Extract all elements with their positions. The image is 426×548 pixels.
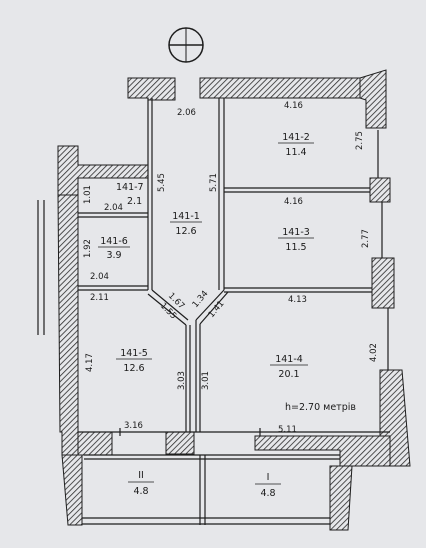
dim-label: 5.45 [157, 173, 167, 192]
room-id: 141-4 [275, 354, 303, 365]
dim-label: 4.13 [288, 295, 307, 305]
ceiling-height-note: h=2.70 метрів [285, 402, 356, 413]
room-area: 4.8 [260, 488, 275, 499]
wall-top-right [199, 77, 371, 99]
partitions [37, 98, 390, 525]
dim-label: 4.16 [284, 197, 303, 207]
wall-right-pier2 [371, 257, 395, 309]
dim-label: 4.02 [369, 343, 379, 362]
dim-label: 1.41 [207, 299, 227, 320]
dim-label: 2.04 [90, 272, 109, 282]
room-id: 141-3 [282, 227, 310, 238]
room-area: 12.6 [175, 226, 196, 237]
room-141-1: 141-1 12.6 [170, 211, 202, 237]
room-141-6: 141-6 3.9 [98, 236, 130, 261]
room-id: 141-1 [172, 211, 200, 222]
room-141-2: 141-2 11.4 [278, 132, 314, 158]
dimension-labels: 2.06 4.16 2.75 4.16 2.77 4.13 4.02 5.11 … [83, 101, 379, 435]
room-141-5: 141-5 12.6 [116, 348, 152, 374]
room-area: 11.5 [285, 242, 306, 253]
balcony-II: II 4.8 [128, 470, 154, 497]
room-id: 141-7 [116, 182, 144, 193]
wall-left [57, 194, 85, 456]
room-area: 20.1 [278, 369, 299, 380]
wall-balcony-left [61, 454, 83, 526]
dim-label: 4.16 [284, 101, 303, 111]
dim-label: 2.75 [355, 131, 365, 150]
room-area: 4.8 [133, 486, 148, 497]
dim-label: 4.17 [85, 353, 95, 372]
dim-label: 2.04 [104, 203, 123, 213]
wall-bottom-left [77, 431, 113, 456]
dim-label: 2.77 [361, 229, 371, 248]
north-arrow-icon [168, 27, 204, 63]
room-id: II [138, 470, 144, 481]
room-141-7: 141-7 2.1 [116, 182, 144, 207]
dim-label: 1.01 [83, 185, 93, 204]
room-141-3: 141-3 11.5 [278, 227, 314, 253]
room-area: 3.9 [106, 250, 121, 261]
dim-label: 1.34 [191, 289, 211, 310]
room-area: 11.4 [285, 147, 306, 158]
dim-label: 3.16 [124, 421, 143, 431]
dim-label: 2.11 [90, 293, 109, 303]
dim-label: 3.01 [201, 371, 211, 390]
balcony-I: I 4.8 [255, 472, 281, 499]
dim-label: 3.03 [177, 371, 187, 390]
room-id: 141-6 [100, 236, 128, 247]
wall-right-pier1 [369, 177, 391, 203]
dim-label: 5.71 [209, 173, 219, 192]
wall-top [127, 77, 176, 101]
dim-label: 5.11 [278, 425, 297, 435]
wall-balcony-right [329, 465, 353, 531]
dim-label: 2.06 [177, 108, 196, 118]
room-id: 141-2 [282, 132, 310, 143]
wall-bottom-mid [165, 431, 195, 455]
room-id: 141-5 [120, 348, 148, 359]
dim-label: 1.92 [83, 239, 93, 258]
wall-bottom-right [254, 435, 391, 467]
room-area: 2.1 [127, 196, 142, 207]
room-id: I [267, 472, 270, 483]
outer-walls [57, 69, 411, 531]
room-141-4: 141-4 20.1 [270, 354, 308, 380]
room-area: 12.6 [123, 363, 144, 374]
wall-right-upper [359, 69, 387, 129]
